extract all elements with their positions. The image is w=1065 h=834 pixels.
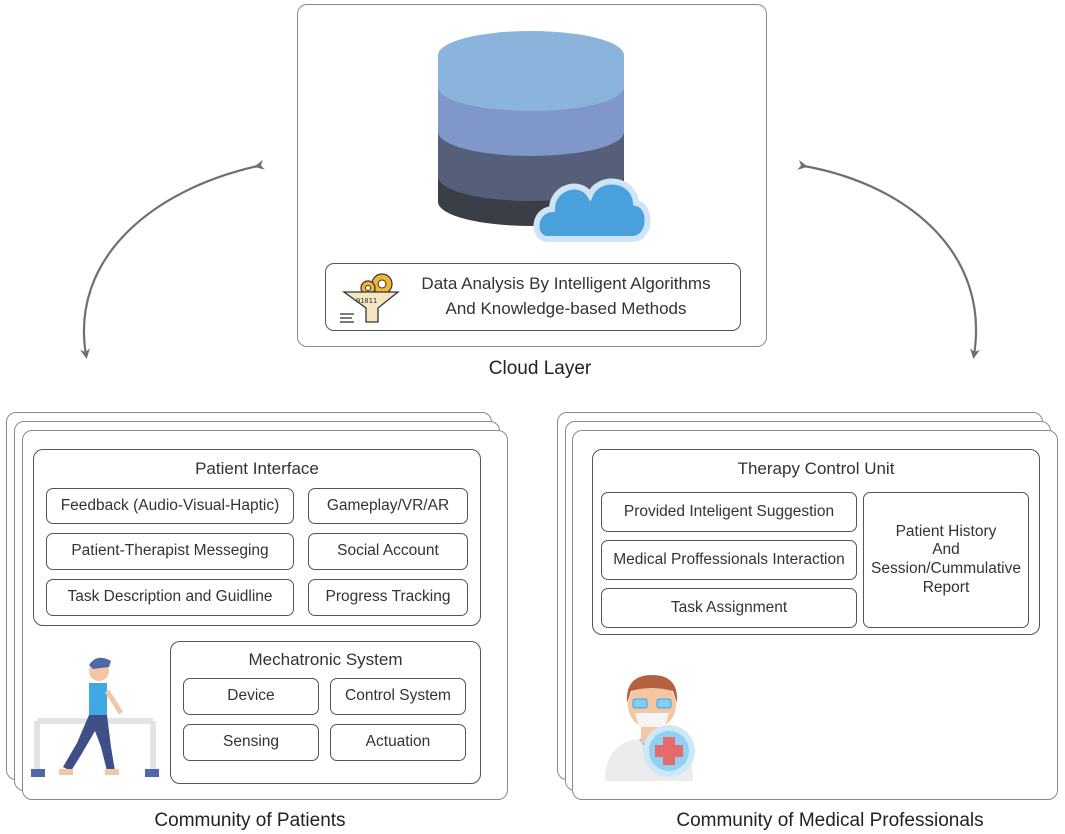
pill-gameplay: Gameplay/VR/AR [308,488,468,524]
pill-progress-tracking: Progress Tracking [308,579,468,616]
patient-walker-icon [31,657,159,777]
history-line4: Report [922,578,970,596]
pill-intelligent-suggestion: Provided Inteligent Suggestion [601,492,857,532]
history-line1: Patient History [895,522,997,540]
pill-professionals-interaction: Medical Proffessionals Interaction [601,540,857,580]
professionals-panel: Therapy Control Unit Provided Inteligent… [572,430,1058,800]
cloud-layer-caption: Cloud Layer [488,358,592,379]
funnel-gears-icon: 01011 [340,273,400,323]
pill-device: Device [183,678,319,715]
history-line2: And [932,541,960,559]
pill-task-assignment: Task Assignment [601,588,857,628]
arrow-cloud-professionals [797,160,980,359]
database-cloud-icon [438,31,651,242]
mechatronic-system-group: Mechatronic System Device Control System… [170,641,481,784]
pill-sensing: Sensing [183,724,319,761]
pill-messaging: Patient-Therapist Messeging [46,533,294,570]
svg-text:01011: 01011 [356,297,377,305]
patient-interface-group: Patient Interface Feedback (Audio-Visual… [33,449,481,626]
pill-task-description: Task Description and Guidline [46,579,294,616]
analysis-box: 01011 Data Analysis By Intelligent Algor… [325,263,741,331]
pill-actuation: Actuation [330,724,466,761]
doctor-icon [605,675,695,781]
professionals-caption: Community of Medical Professionals [676,810,984,831]
analysis-text-line1: Data Analysis By Intelligent Algorithms [421,274,711,293]
arrow-cloud-patients [80,159,265,359]
history-line3: Session/Cummulative [871,560,1021,577]
pill-feedback: Feedback (Audio-Visual-Haptic) [46,488,294,524]
pill-patient-history: Patient History And Session/Cummulative … [863,492,1029,628]
pill-control-system: Control System [330,678,466,715]
patients-panel: Patient Interface Feedback (Audio-Visual… [22,430,508,800]
therapy-control-title: Therapy Control Unit [737,459,895,478]
patient-interface-title: Patient Interface [195,459,319,478]
patients-caption: Community of Patients [154,810,346,831]
cloud-layer-panel: 01011 Data Analysis By Intelligent Algor… [297,4,767,347]
therapy-control-group: Therapy Control Unit Provided Inteligent… [592,449,1040,635]
analysis-text-line2: And Knowledge-based Methods [445,299,687,318]
pill-social-account: Social Account [308,533,468,570]
mechatronic-title: Mechatronic System [248,650,403,669]
